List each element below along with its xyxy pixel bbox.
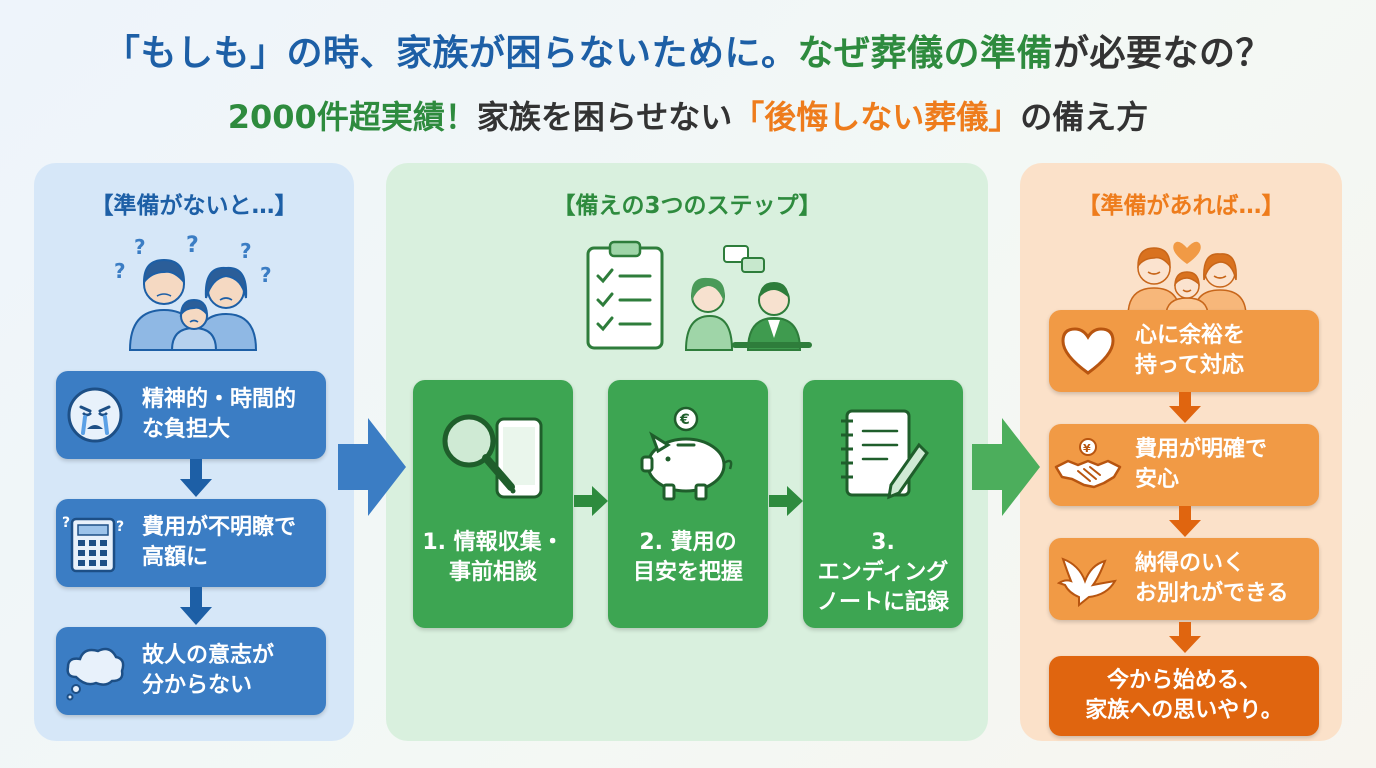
burden-label: 精神的・時間的 な負担大 <box>142 387 297 442</box>
svg-text:?: ? <box>240 239 252 263</box>
checklist-consultation-icon <box>586 240 812 351</box>
svg-text:€: € <box>679 412 690 428</box>
magnifier-phone-icon <box>442 414 543 499</box>
main-title: 「もしも」の時、家族が困らないために。なぜ葬儀の準備が必要なの？ <box>0 36 1376 72</box>
svg-text:?: ? <box>186 233 199 258</box>
svg-text:¥: ¥ <box>1083 442 1091 455</box>
burden-box: 精神的・時間的 な負担大 <box>56 371 326 459</box>
crying-face-icon <box>67 387 123 443</box>
final-message-box: 今から始める、 家族への思いやり。 <box>1049 656 1319 736</box>
subtitle: 2000件超実績！家族を困らせない「後悔しない葬儀」の備え方 <box>0 101 1376 133</box>
step-2-label: 2. 費用の 目安を把握 <box>632 530 743 585</box>
piggy-bank-icon: € <box>640 406 733 501</box>
notebook-pen-icon <box>841 409 929 500</box>
heart-icon <box>1061 327 1115 375</box>
subtitle-part-2: 家族を困らせない <box>476 98 733 136</box>
down-arrow-icon <box>180 587 212 625</box>
step-2-box: € 2. 費用の 目安を把握 <box>608 380 768 628</box>
title-part-2: なぜ葬儀の準備 <box>797 33 1053 74</box>
peace-of-mind-box: 心に余裕を 持って対応 <box>1049 310 1319 392</box>
svg-text:?: ? <box>62 515 70 531</box>
clear-cost-box: ¥ 費用が明確で 安心 <box>1049 424 1319 506</box>
svg-text:?: ? <box>134 235 146 259</box>
subtitle-part-4: の備え方 <box>1020 98 1149 136</box>
step-3-label: 3. エンディング ノートに記録 <box>816 530 949 615</box>
right-heading: 【準備があれば…】 <box>1077 193 1285 219</box>
title-part-3: が必要なの？ <box>1053 33 1273 74</box>
calculator-icon: ? ? <box>62 515 124 573</box>
farewell-box: 納得のいく お別れができる <box>1049 538 1319 620</box>
title-part-1: 「もしも」の時、家族が困らないために。 <box>103 33 798 74</box>
down-arrow-icon <box>1169 392 1201 423</box>
subtitle-part-3: 「後悔しない葬儀」 <box>732 98 1021 136</box>
thought-cloud-icon <box>66 647 125 701</box>
step-3-box: 3. エンディング ノートに記録 <box>803 380 963 628</box>
right-arrow-icon <box>574 486 608 516</box>
unclear-cost-label: 費用が不明瞭で 高額に <box>142 515 297 570</box>
handshake-icon: ¥ <box>1054 438 1122 489</box>
svg-text:?: ? <box>260 263 272 287</box>
clear-cost-label: 費用が明確で 安心 <box>1135 437 1268 492</box>
final-message-label: 今から始める、 家族への思いやり。 <box>1085 668 1283 723</box>
down-arrow-icon <box>1169 506 1201 537</box>
left-heading: 【準備がないと…】 <box>90 193 298 219</box>
unknown-wishes-box: 故人の意志が 分からない <box>56 627 326 715</box>
right-arrow-icon <box>338 418 406 516</box>
subtitle-part-1: 2000件超実績！ <box>227 98 477 136</box>
confused-family-icon: ? ? ? ? ? <box>114 233 272 351</box>
svg-text:?: ? <box>116 519 124 535</box>
svg-text:?: ? <box>114 259 126 283</box>
unclear-cost-box: ? ? 費用が不明瞭で 高額に <box>56 499 326 587</box>
down-arrow-icon <box>180 459 212 497</box>
unknown-wishes-label: 故人の意志が 分からない <box>142 643 275 698</box>
middle-heading: 【備えの3つのステップ】 <box>552 193 822 219</box>
down-arrow-icon <box>1169 622 1201 653</box>
dove-icon <box>1057 557 1117 607</box>
farewell-label: 納得のいく お別れができる <box>1135 551 1289 606</box>
right-arrow-icon <box>769 486 803 516</box>
peace-of-mind-label: 心に余裕を 持って対応 <box>1135 323 1246 378</box>
right-arrow-icon <box>972 418 1040 516</box>
step-1-box: 1. 情報収集・ 事前相談 <box>413 380 573 628</box>
step-1-label: 1. 情報収集・ 事前相談 <box>422 530 564 585</box>
happy-family-icon <box>1127 241 1247 316</box>
